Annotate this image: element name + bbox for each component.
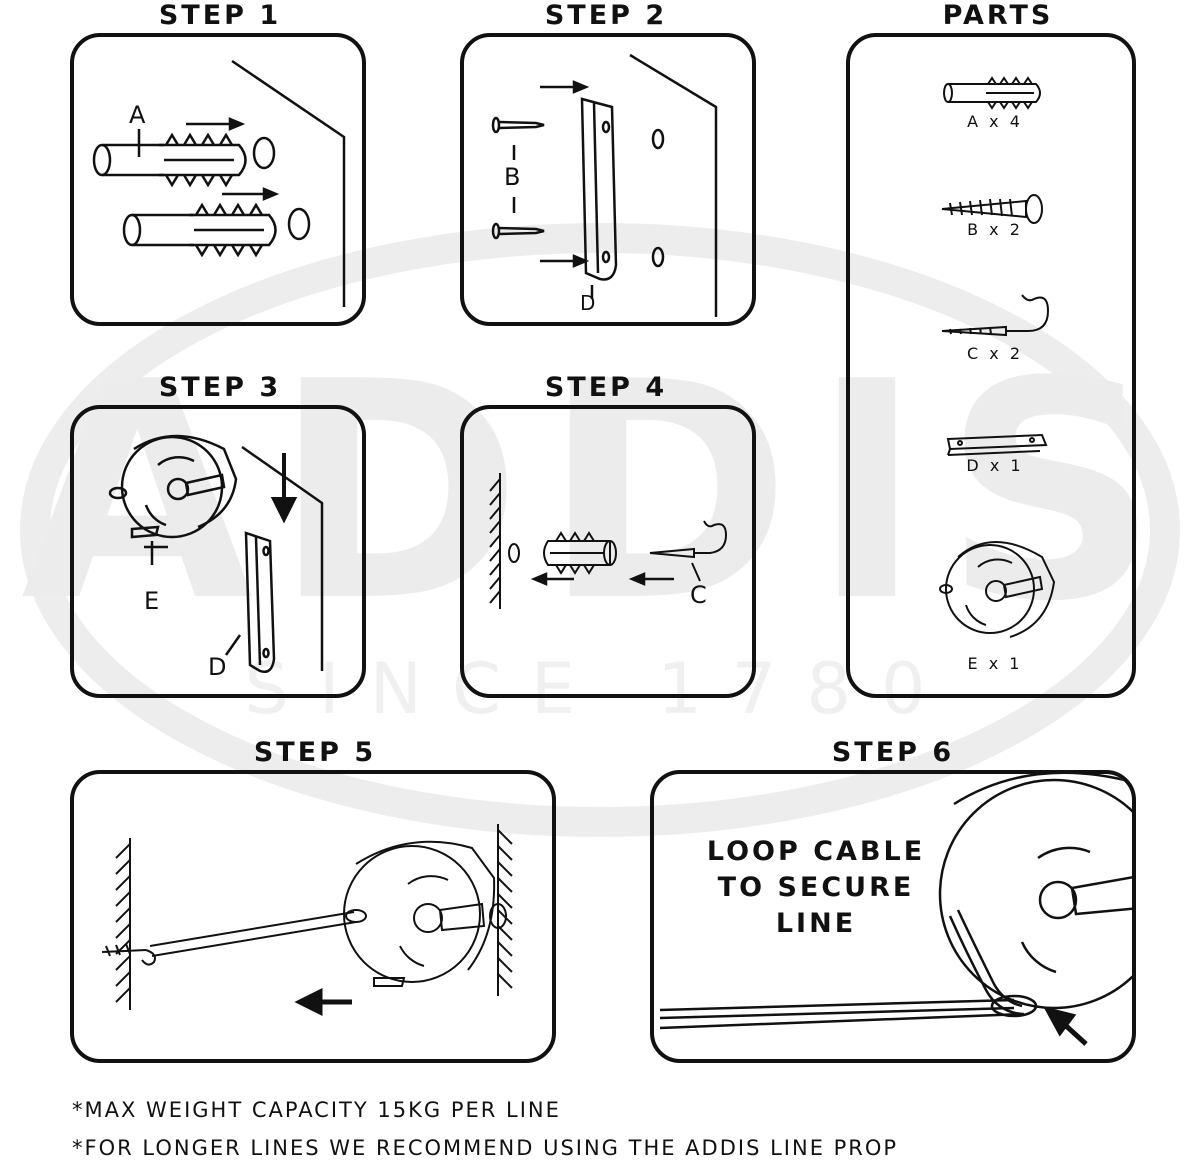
step-3-panel: E D xyxy=(70,405,366,698)
part-a-count: A x 4 xyxy=(967,112,1023,131)
step-4-panel: C xyxy=(460,405,756,698)
part-d-label: D xyxy=(580,291,596,315)
callout-line-3: LINE xyxy=(775,908,857,939)
hook-screw-icon xyxy=(941,294,1050,337)
step-5-illustration xyxy=(101,824,513,1017)
step-2-title: STEP 2 xyxy=(544,0,668,31)
part-c-label: C xyxy=(690,581,707,609)
line-reel-icon xyxy=(939,541,1056,638)
note-line-prop: *FOR LONGER LINES WE RECOMMEND USING THE… xyxy=(72,1136,899,1160)
step-5-panel xyxy=(70,770,556,1063)
step-3-title: STEP 3 xyxy=(158,372,282,403)
watermark-tagline: SINCE 1780 xyxy=(244,648,956,730)
step-2-panel: B D xyxy=(460,33,756,326)
step-1-panel: A xyxy=(70,33,366,326)
parts-title: PARTS xyxy=(942,0,1054,31)
loop-cable-callout: LOOP CABLE TO SECURE LINE xyxy=(676,834,956,942)
callout-line-2: TO SECURE xyxy=(717,872,915,903)
step-6-panel: LOOP CABLE TO SECURE LINE xyxy=(650,770,1136,1063)
part-b-count: B x 2 xyxy=(967,220,1023,239)
part-e-count: E x 1 xyxy=(967,654,1023,673)
callout-line-1: LOOP CABLE xyxy=(706,836,926,867)
screw-icon xyxy=(941,194,1043,224)
part-e-label: E xyxy=(144,587,160,615)
step-5-title: STEP 5 xyxy=(253,737,377,768)
wall-plug-icon xyxy=(943,76,1041,110)
part-c-count: C x 2 xyxy=(967,344,1023,363)
step-4-illustration xyxy=(489,473,728,609)
step-2-illustration xyxy=(491,53,718,317)
step-1-illustration xyxy=(92,59,346,307)
step-6-title: STEP 6 xyxy=(831,737,955,768)
step-1-title: STEP 1 xyxy=(158,0,282,31)
part-d-count: D x 1 xyxy=(966,456,1024,475)
note-max-weight: *MAX WEIGHT CAPACITY 15KG PER LINE xyxy=(72,1098,561,1122)
watermark-brand: ADDIS xyxy=(21,318,1179,667)
parts-illustration xyxy=(939,76,1056,638)
part-b-label: B xyxy=(504,163,521,191)
step-3-illustration xyxy=(108,434,324,673)
step-4-title: STEP 4 xyxy=(544,372,668,403)
part-d-label-step3: D xyxy=(208,653,227,681)
bracket-icon xyxy=(946,433,1048,456)
part-a-label: A xyxy=(129,101,146,129)
parts-panel: A x 4 B x 2 C x 2 D x 1 E x 1 xyxy=(846,33,1136,698)
step-6-illustration xyxy=(659,774,1132,1046)
